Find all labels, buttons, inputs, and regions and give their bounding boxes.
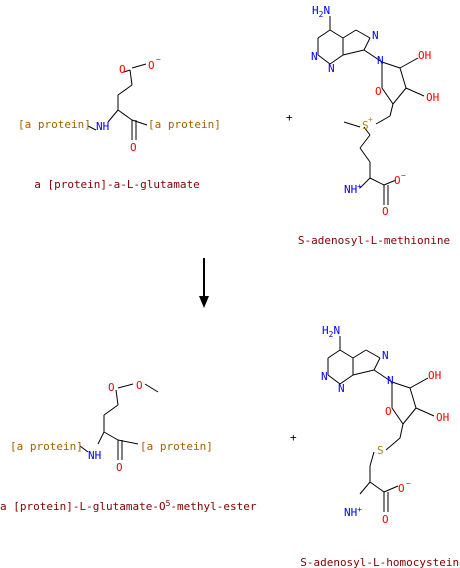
oxygen-label: O [385, 405, 392, 418]
r-group-label: [a protein] [18, 118, 91, 131]
oxygen-label: O [148, 59, 155, 72]
nitrogen-label: N [382, 349, 389, 362]
negative-charge: − [401, 171, 406, 180]
amine-label: NH+ [344, 182, 362, 196]
hydroxyl-label: OH [426, 91, 439, 104]
nh-label: NH [88, 449, 101, 462]
oxygen-label: O [382, 513, 389, 526]
down-arrow [199, 258, 209, 308]
nh2-label: H2N [322, 324, 340, 339]
oxygen-label: O [375, 85, 382, 98]
nh-label: NH [96, 120, 109, 133]
sulfur-label: S [362, 119, 369, 132]
compound-name-sah: S-adenosyl-L-homocysteine [300, 556, 460, 568]
nitrogen-label: N [377, 54, 384, 67]
oxygen-label: O [394, 174, 401, 187]
r-group-label: [a protein] [10, 440, 83, 453]
oxygen-label: O [382, 205, 389, 218]
protein-glutamate-structure: O O − NH O [a protein] [a protein] [18, 55, 221, 154]
negative-charge: − [156, 55, 161, 64]
nitrogen-label: N [372, 29, 379, 42]
nitrogen-label: N [338, 382, 345, 395]
sam-structure: H2N N N N N O OH OH S + NH+ O − O [311, 4, 439, 218]
plus-sign: + [290, 431, 297, 444]
nitrogen-label: N [311, 50, 318, 63]
oxygen-label: O [108, 381, 115, 394]
nh2-label: H2N [312, 4, 330, 19]
r-group-label: [a protein] [148, 118, 221, 131]
nitrogen-label: N [321, 370, 328, 383]
amine-label: NH+ [344, 505, 362, 519]
plus-sign: + [286, 111, 293, 124]
positive-charge: + [368, 115, 373, 124]
hydroxyl-label: OH [418, 49, 431, 62]
sulfur-label: S [377, 444, 384, 457]
oxygen-label: O [398, 482, 405, 495]
nitrogen-label: N [387, 374, 394, 387]
nitrogen-label: N [328, 62, 335, 75]
hydroxyl-label: OH [436, 411, 449, 424]
compound-name-protein-glutamate: a [protein]-a-L-glutamate [34, 178, 200, 191]
methyl-ester-structure: O O NH O [a protein] [a protein] [10, 379, 213, 474]
compound-name-methyl-ester: a [protein]-L-glutamate-O5-methyl-ester [0, 499, 257, 513]
negative-charge: − [406, 479, 411, 488]
compound-name-sam: S-adenosyl-L-methionine [298, 234, 450, 247]
oxygen-label: O [136, 379, 143, 392]
r-group-label: [a protein] [140, 440, 213, 453]
oxygen-label: O [116, 461, 123, 474]
oxygen-label: O [130, 141, 137, 154]
oxygen-label: O [119, 63, 126, 76]
hydroxyl-label: OH [428, 369, 441, 382]
sah-structure: H2N N N N N O OH OH S NH+ O − O [321, 324, 449, 526]
